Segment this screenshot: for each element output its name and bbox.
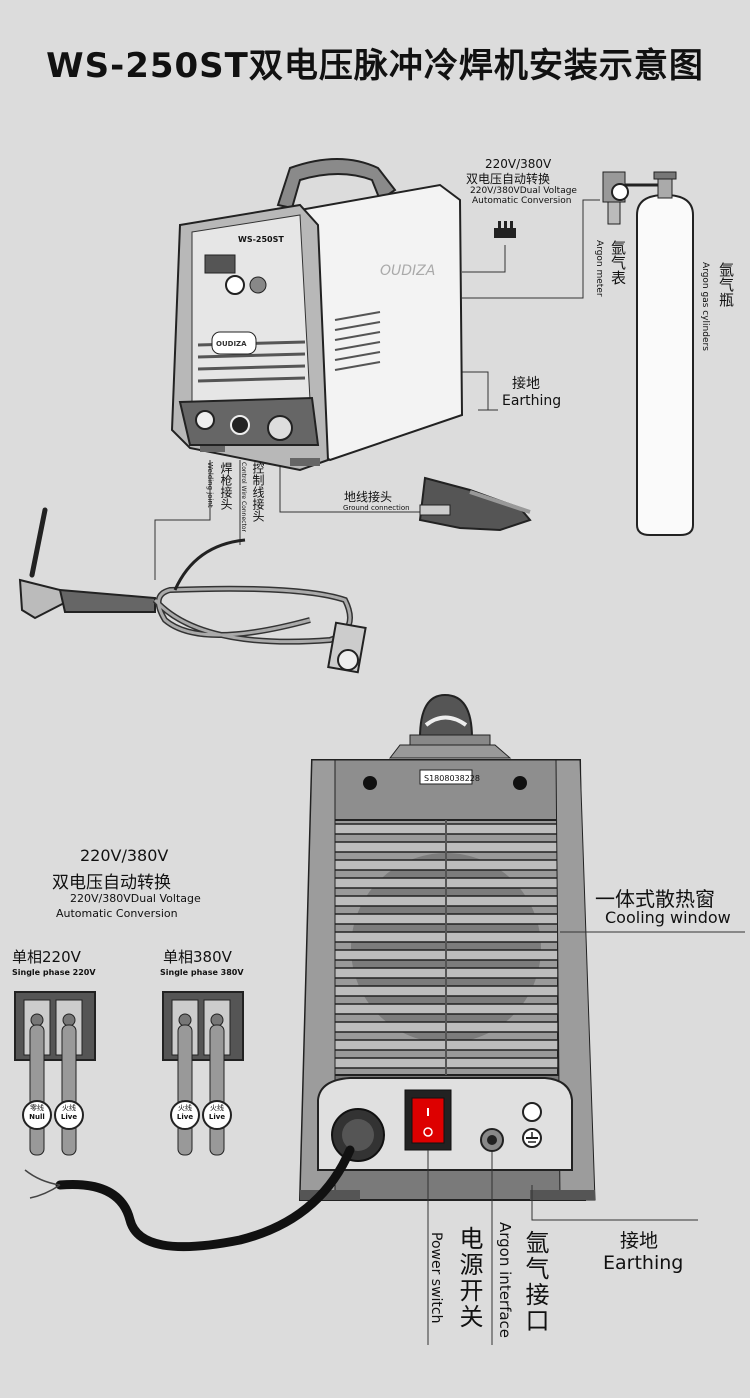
tag-live-1-cn: 火线 <box>57 1104 81 1113</box>
bottom-voltage-cn2: 双电压自动转换 <box>52 868 171 893</box>
tag-null-cn: 零线 <box>25 1104 49 1113</box>
terminal-block-380 <box>163 992 243 1155</box>
tag-live-1-en: Live <box>57 1113 81 1122</box>
tag-null-en: Null <box>25 1113 49 1122</box>
tag-live-2-cn: 火线 <box>173 1104 197 1113</box>
power-switch-cn: 电源开关 <box>452 1226 487 1330</box>
bottom-earthing-cn: 接地 <box>620 1226 658 1253</box>
single-220-en: Single phase 220V <box>12 968 96 977</box>
tag-live-2-en: Live <box>173 1113 197 1122</box>
bottom-voltage-en2: Automatic Conversion <box>56 907 178 920</box>
welding-joint-cn: 焊枪接头 <box>218 462 235 510</box>
bottom-voltage-cn: 220V/380V <box>80 846 168 865</box>
terminal-block-220 <box>15 992 95 1155</box>
ground-clamp <box>420 478 530 530</box>
tag-live-3-cn: 火线 <box>205 1104 229 1113</box>
brand-badge: OUDIZA <box>216 340 247 348</box>
tag-live-1: 火线 Live <box>57 1104 81 1122</box>
argon-meter-cn: 氩气表 <box>608 240 629 285</box>
control-wire-en: Control Wire Connector <box>240 462 247 532</box>
top-voltage-cn2: 双电压自动转换 <box>466 171 550 187</box>
tag-live-3: 火线 Live <box>205 1104 229 1122</box>
single-220-cn: 单相220V <box>12 946 81 967</box>
top-diagram: WS-250ST OUDIZA OUDIZA <box>0 0 750 700</box>
machine-model-label: WS-250ST <box>238 235 284 244</box>
plug-icon <box>494 221 516 238</box>
top-voltage-en2: Automatic Conversion <box>472 196 571 206</box>
welding-joint-en: Welding joint <box>206 462 214 508</box>
power-switch-en: Power switch <box>428 1232 444 1323</box>
tag-live-3-en: Live <box>205 1113 229 1122</box>
bottom-voltage-en: 220V/380VDual Voltage <box>70 892 201 905</box>
top-earthing-cn: 接地 <box>512 376 540 392</box>
argon-cyl-cn: 氩气瓶 <box>716 262 737 307</box>
serial-number: S1808038228 <box>424 774 480 783</box>
argon-interface-en: Argon interface <box>496 1222 514 1338</box>
rear-handle <box>390 695 510 758</box>
top-voltage-en: 220V/380VDual Voltage <box>470 186 577 196</box>
rear-body <box>300 760 595 1200</box>
cooling-window-en: Cooling window <box>605 908 731 927</box>
bottom-earthing-en: Earthing <box>603 1252 683 1274</box>
tag-live-2: 火线 Live <box>173 1104 197 1122</box>
top-earthing-en: Earthing <box>502 393 561 409</box>
control-wire-cn: 控制线接头 <box>250 462 267 522</box>
single-380-cn: 单相380V <box>163 946 232 967</box>
welding-machine <box>172 159 462 470</box>
argon-cylinder <box>637 172 693 535</box>
argon-cyl-en: Argon gas cylinders <box>700 262 710 351</box>
argon-interface-cn: 氩气接口 <box>518 1230 553 1334</box>
side-brand: OUDIZA <box>380 263 435 279</box>
single-380-en: Single phase 380V <box>160 968 244 977</box>
argon-meter-en: Argon meter <box>594 240 604 297</box>
tag-null: 零线 Null <box>25 1104 49 1122</box>
bottom-diagram: S1808038228 <box>0 680 750 1398</box>
top-voltage-cn: 220V/380V <box>485 156 545 172</box>
ground-connection-en: Ground connection <box>343 503 410 513</box>
tig-torch <box>20 510 366 672</box>
